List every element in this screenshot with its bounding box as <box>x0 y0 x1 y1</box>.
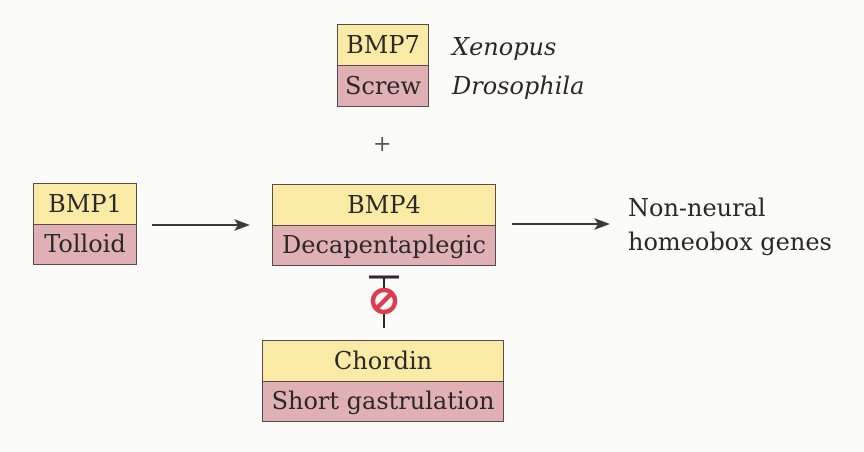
drosophila-label: Drosophila <box>452 72 585 100</box>
arrow-bmp4-to-target <box>512 218 610 230</box>
chordin-label: Chordin <box>333 346 433 375</box>
target-line2: homeobox genes <box>628 228 832 256</box>
chordin-sog-box: Chordin Short gastrulation <box>262 340 504 422</box>
tolloid-cell: Tolloid <box>34 224 136 264</box>
bmp1-tolloid-box: BMP1 Tolloid <box>33 183 137 265</box>
bmp4-cell: BMP4 <box>273 185 495 226</box>
sog-label: Short gastrulation <box>271 387 495 416</box>
inhibit-icon <box>370 287 398 315</box>
xenopus-label: Xenopus <box>452 33 557 61</box>
sog-cell: Short gastrulation <box>263 381 503 421</box>
screw-label: Screw <box>344 72 422 100</box>
bmp1-cell: BMP1 <box>34 184 136 225</box>
bmp7-label: BMP7 <box>346 31 420 59</box>
bmp4-label: BMP4 <box>347 190 421 219</box>
target-line1: Non-neural <box>628 194 766 222</box>
bmp1-label: BMP1 <box>48 189 122 218</box>
tolloid-label: Tolloid <box>44 230 126 259</box>
bmp4-dpp-box: BMP4 Decapentaplegic <box>272 184 496 266</box>
arrow-bmp1-to-bmp4 <box>152 219 250 231</box>
dpp-cell: Decapentaplegic <box>273 225 495 265</box>
screw-cell: Screw <box>338 66 428 106</box>
bmp7-cell: BMP7 <box>338 25 428 66</box>
dpp-label: Decapentaplegic <box>282 231 486 260</box>
bmp7-screw-box: BMP7 Screw <box>337 24 429 107</box>
chordin-cell: Chordin <box>263 341 503 382</box>
plus-sign: + <box>373 132 392 157</box>
